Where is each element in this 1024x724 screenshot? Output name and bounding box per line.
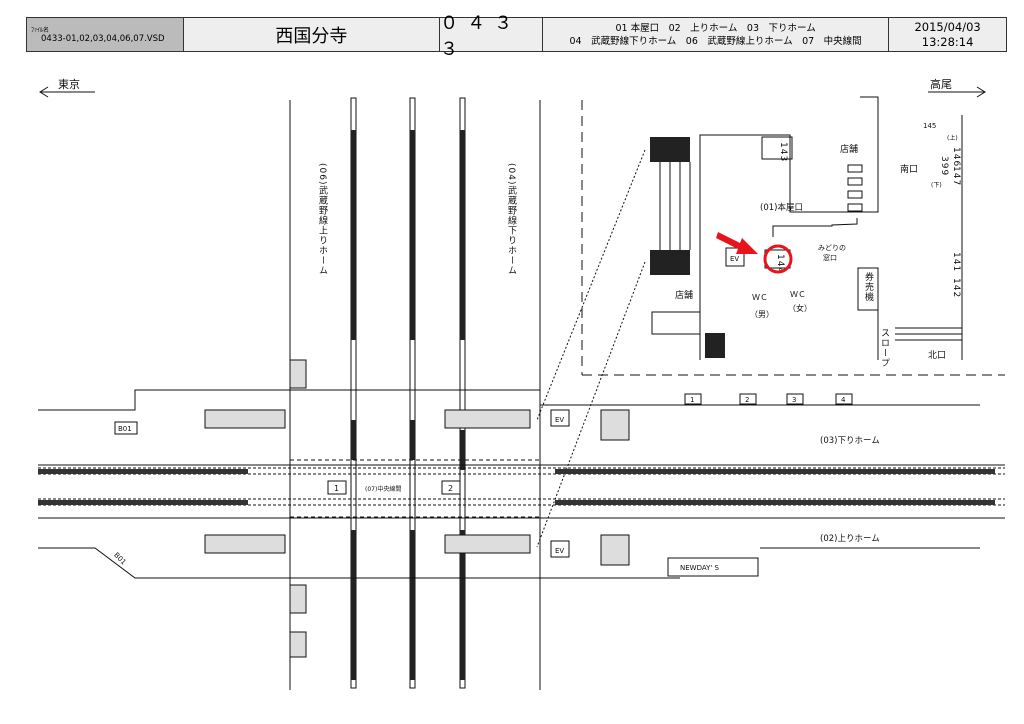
up-mark: (上) — [947, 134, 958, 142]
concourse: 店舗 店舗 (01)本屋口 EV 144 みどりの 窓口 券売機 ＷＣ （男） … — [536, 96, 1005, 548]
stair-147: 147 — [951, 166, 961, 186]
direction-left-label: 東京 — [58, 77, 80, 91]
station-name: 西国分寺 — [183, 18, 441, 51]
musashino-down-platform-label: (04)武蔵野線下りホーム — [506, 163, 517, 275]
up-platform-label: (02)上りホーム — [820, 534, 880, 544]
highlight-arrow-icon — [716, 232, 758, 254]
ticket-machine-label: 券売機 — [863, 271, 874, 302]
midori-label-2: 窓口 — [823, 253, 837, 262]
direction-takao: 高尾 — [928, 77, 986, 98]
stair-146: 146 — [951, 147, 961, 167]
musashino-up-platform-label: (06)武蔵野線上りホーム — [317, 163, 328, 275]
musashino-platforms: (06)武蔵野線上りホーム (04)武蔵野線下りホーム — [289, 97, 541, 690]
wc-men-label-2: （男） — [750, 310, 774, 319]
chuo-platforms: EV EV B01 B01 (03)下りホーム (02)上りホーム (07)中央… — [38, 359, 1005, 658]
stair-143: 143 — [778, 142, 788, 162]
direction-right-label: 高尾 — [930, 77, 952, 91]
car-position-1: 1 — [690, 396, 694, 404]
slope-label: スロープ — [879, 328, 889, 368]
b01-label-1: B01 — [118, 425, 132, 433]
date: 2015/04/03 — [914, 19, 981, 34]
car-position-4: 4 — [841, 396, 846, 404]
north-exit-label: 北口 — [928, 350, 946, 361]
wc-men-label: ＷＣ — [752, 293, 768, 302]
ev-label-up: EV — [555, 547, 564, 555]
highlight-circle — [763, 244, 793, 274]
direction-tokyo: 東京 — [39, 77, 95, 98]
down-platform-label: (03)下りホーム — [820, 436, 880, 446]
chuo-position-1: 1 — [334, 484, 339, 493]
newdays-shop: NEWDAY' S — [680, 564, 720, 572]
area-legend: 01 本屋口 02 上りホーム 03 下りホーム 04 武蔵野線下りホーム 06… — [542, 18, 890, 51]
legend-line-1: 01 本屋口 02 上りホーム 03 下りホーム — [615, 22, 816, 34]
title-block: ﾌｧｲﾙ名 0433-01,02,03,04,06,07.VSD 西国分寺 ０４… — [26, 13, 1007, 60]
timestamp: 2015/04/03 13:28:14 — [889, 18, 1006, 51]
time: 13:28:14 — [921, 34, 974, 49]
stair-144: 144 — [775, 254, 785, 274]
car-position-3: 3 — [792, 396, 796, 404]
stair-141: 141 — [951, 252, 961, 272]
car-position-2: 2 — [745, 396, 749, 404]
down-mark: (下) — [931, 182, 942, 189]
wc-women-label-2: （女） — [788, 303, 812, 313]
b01-label-2: B01 — [112, 551, 127, 566]
legend-line-2: 04 武蔵野線下りホーム 06 武蔵野線上りホーム 07 中央線間 — [569, 35, 862, 47]
file-label: ﾌｧｲﾙ名 — [31, 27, 50, 34]
main-entrance-label: (01)本屋口 — [760, 202, 803, 213]
midori-label: みどりの — [818, 244, 846, 252]
shop-label-1: 店舗 — [840, 143, 858, 155]
file-name-cell: ﾌｧｲﾙ名 0433-01,02,03,04,06,07.VSD — [27, 18, 184, 51]
chuo-position-2: 2 — [448, 484, 453, 493]
south-exit-label: 南口 — [900, 163, 918, 175]
stair-399: 399 — [939, 156, 949, 176]
file-name: 0433-01,02,03,04,06,07.VSD — [41, 34, 165, 44]
stair-142: 142 — [951, 278, 961, 298]
ev-label-down: EV — [555, 416, 564, 424]
shop-label-2: 店舗 — [675, 289, 693, 301]
chuo-label: (07)中央線間 — [365, 485, 401, 493]
wc-women-label: ＷＣ — [790, 290, 806, 299]
stair-145: 145 — [923, 122, 936, 130]
ev-label: EV — [730, 255, 739, 263]
